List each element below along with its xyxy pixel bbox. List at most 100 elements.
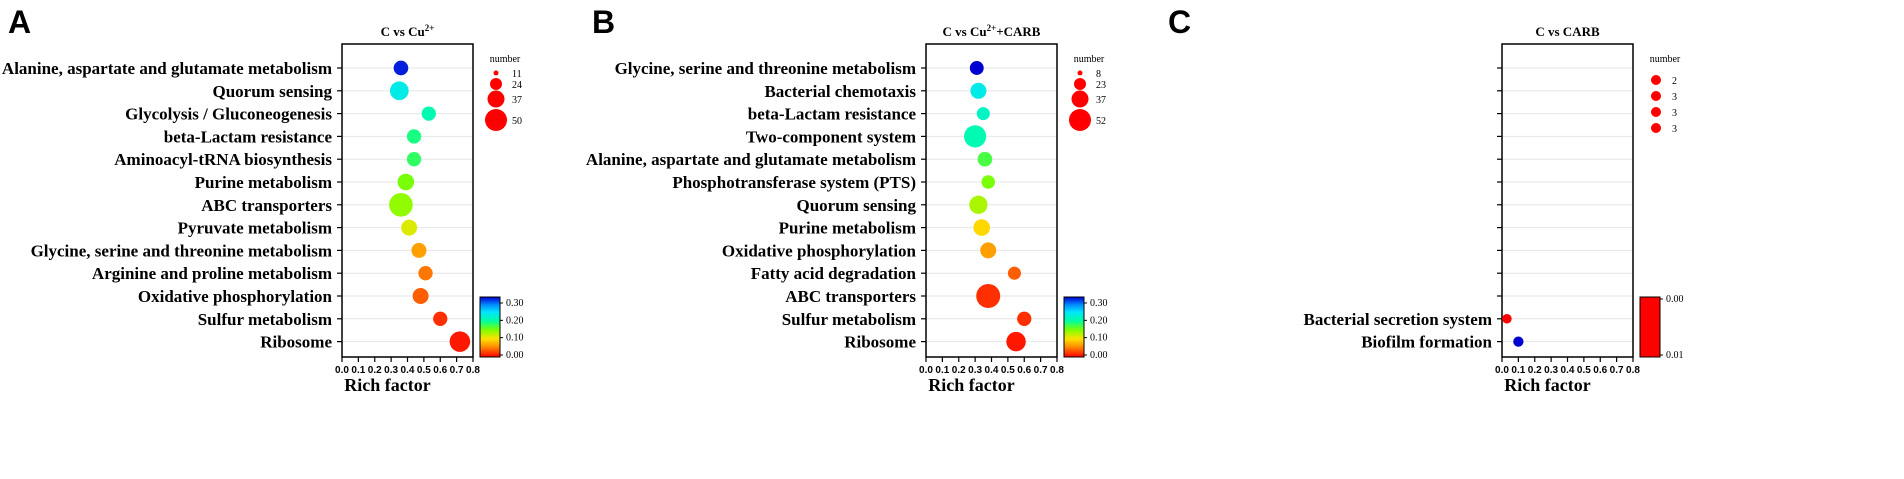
size-legend-label: 3 bbox=[1672, 108, 1677, 119]
x-tick-label: 0.8 bbox=[1626, 365, 1640, 376]
data-point bbox=[964, 125, 987, 148]
category-label: Bacterial secretion system bbox=[1303, 310, 1492, 329]
x-tick-label: 0.6 bbox=[1017, 365, 1031, 376]
data-point bbox=[970, 82, 987, 99]
x-tick-label: 0.4 bbox=[985, 365, 999, 376]
x-axis-label: Rich factor bbox=[928, 375, 1014, 395]
data-point bbox=[981, 175, 995, 189]
size-legend-circle bbox=[490, 78, 502, 90]
chart-title-main: C vs Cu bbox=[381, 24, 425, 39]
category-label: Pyruvate metabolism bbox=[178, 219, 332, 238]
data-point bbox=[1017, 311, 1032, 326]
x-tick-label: 0.0 bbox=[1495, 365, 1509, 376]
x-tick-label: 0.0 bbox=[919, 365, 933, 376]
x-tick-label: 0.8 bbox=[466, 365, 480, 376]
chart-title-superscript: 2+ bbox=[987, 23, 997, 33]
panel-label: C bbox=[1168, 4, 1192, 40]
size-legend-title: number bbox=[1650, 54, 1681, 65]
colorbar-tick-label: 0.10 bbox=[506, 333, 524, 344]
x-tick-label: 0.0 bbox=[335, 365, 349, 376]
panel-label: B bbox=[592, 4, 616, 40]
category-label: Alanine, aspartate and glutamate metabol… bbox=[2, 59, 332, 78]
chart-title: C vs CARB bbox=[1535, 24, 1600, 39]
size-legend-circle bbox=[493, 70, 499, 76]
chart-a: C vs Cu2+ Alanine, aspartate and glutamat… bbox=[2, 23, 524, 395]
size-legend-label: 3 bbox=[1672, 92, 1677, 103]
x-tick-label: 0.4 bbox=[1561, 365, 1575, 376]
x-tick-label: 0.5 bbox=[1001, 365, 1015, 376]
colorbar bbox=[1063, 296, 1085, 358]
category-label: Two-component system bbox=[746, 127, 916, 146]
data-point bbox=[418, 266, 433, 281]
category-label: Sulfur metabolism bbox=[198, 310, 332, 329]
colorbar-tick-label: 0.20 bbox=[1090, 315, 1108, 326]
category-label: Quorum sensing bbox=[797, 196, 917, 215]
category-label: Purine metabolism bbox=[195, 173, 332, 192]
size-legend-circle bbox=[1651, 91, 1661, 101]
data-point bbox=[969, 61, 984, 75]
x-tick-label: 0.6 bbox=[1593, 365, 1607, 376]
chart-title: C vs Cu2++CARB bbox=[943, 23, 1041, 39]
x-tick-label: 0.2 bbox=[1528, 365, 1542, 376]
data-point bbox=[1006, 331, 1026, 352]
x-tick-label: 0.3 bbox=[1544, 365, 1558, 376]
size-legend-label: 2 bbox=[1672, 76, 1677, 87]
data-point bbox=[389, 192, 413, 217]
colorbar-tick-label: 0.00 bbox=[1666, 294, 1684, 305]
x-tick-label: 0.2 bbox=[952, 365, 966, 376]
x-tick-label: 0.4 bbox=[401, 365, 415, 376]
x-tick-label: 0.3 bbox=[384, 365, 398, 376]
data-point bbox=[397, 173, 415, 191]
size-legend-label: 50 bbox=[512, 116, 522, 127]
colorbar-tick-label: 0.20 bbox=[506, 315, 524, 326]
panel-a: A C vs Cu2+ Alanine, aspartate and glutam… bbox=[0, 0, 634, 479]
category-label: Arginine and proline metabolism bbox=[92, 264, 332, 283]
category-label: Biofilm formation bbox=[1361, 333, 1492, 352]
data-point bbox=[449, 331, 471, 352]
category-label: Purine metabolism bbox=[779, 219, 916, 238]
data-point bbox=[433, 311, 448, 326]
size-legend-label: 23 bbox=[1096, 80, 1106, 91]
size-legend-circle bbox=[1077, 70, 1083, 76]
data-point bbox=[411, 242, 427, 258]
size-legend-label: 37 bbox=[1096, 95, 1106, 106]
size-legend-title: number bbox=[1074, 54, 1105, 65]
category-label: Sulfur metabolism bbox=[782, 310, 916, 329]
chart-title: C vs Cu2+ bbox=[381, 23, 435, 39]
x-tick-label: 0.1 bbox=[935, 365, 949, 376]
category-label: ABC transporters bbox=[785, 287, 916, 306]
data-point bbox=[1513, 336, 1524, 347]
x-axis-label: Rich factor bbox=[1504, 375, 1590, 395]
x-tick-label: 0.1 bbox=[1511, 365, 1525, 376]
x-tick-label: 0.3 bbox=[968, 365, 982, 376]
category-label: Oxidative phosphorylation bbox=[722, 241, 917, 260]
x-tick-label: 0.6 bbox=[433, 365, 447, 376]
size-legend-label: 3 bbox=[1672, 124, 1677, 135]
chart-title-suffix: +CARB bbox=[996, 24, 1041, 39]
data-point bbox=[976, 284, 1001, 308]
chart-c: C vs CARB Bacterial secretion systemBiofi… bbox=[1303, 24, 1684, 395]
size-legend-label: 8 bbox=[1096, 69, 1101, 80]
x-tick-label: 0.2 bbox=[368, 365, 382, 376]
category-label: Oxidative phosphorylation bbox=[138, 287, 333, 306]
category-label: Alanine, aspartate and glutamate metabol… bbox=[586, 150, 916, 169]
data-point bbox=[973, 219, 990, 236]
x-tick-label: 0.1 bbox=[351, 365, 365, 376]
colorbar bbox=[479, 296, 501, 358]
data-point bbox=[969, 195, 988, 214]
category-label: ABC transporters bbox=[201, 196, 332, 215]
size-legend-circle bbox=[1071, 90, 1089, 108]
chart-title-main: C vs CARB bbox=[1535, 24, 1600, 39]
data-point bbox=[976, 107, 990, 121]
size-legend-label: 24 bbox=[512, 80, 522, 91]
x-tick-label: 0.5 bbox=[417, 365, 431, 376]
colorbar-tick-label: 0.01 bbox=[1666, 350, 1684, 361]
data-point bbox=[421, 106, 436, 121]
data-point bbox=[977, 151, 993, 167]
category-label: Bacterial chemotaxis bbox=[764, 82, 916, 101]
data-point bbox=[393, 60, 409, 76]
size-legend-circle bbox=[487, 90, 505, 108]
data-point bbox=[406, 152, 422, 167]
panel-label: A bbox=[8, 4, 32, 40]
